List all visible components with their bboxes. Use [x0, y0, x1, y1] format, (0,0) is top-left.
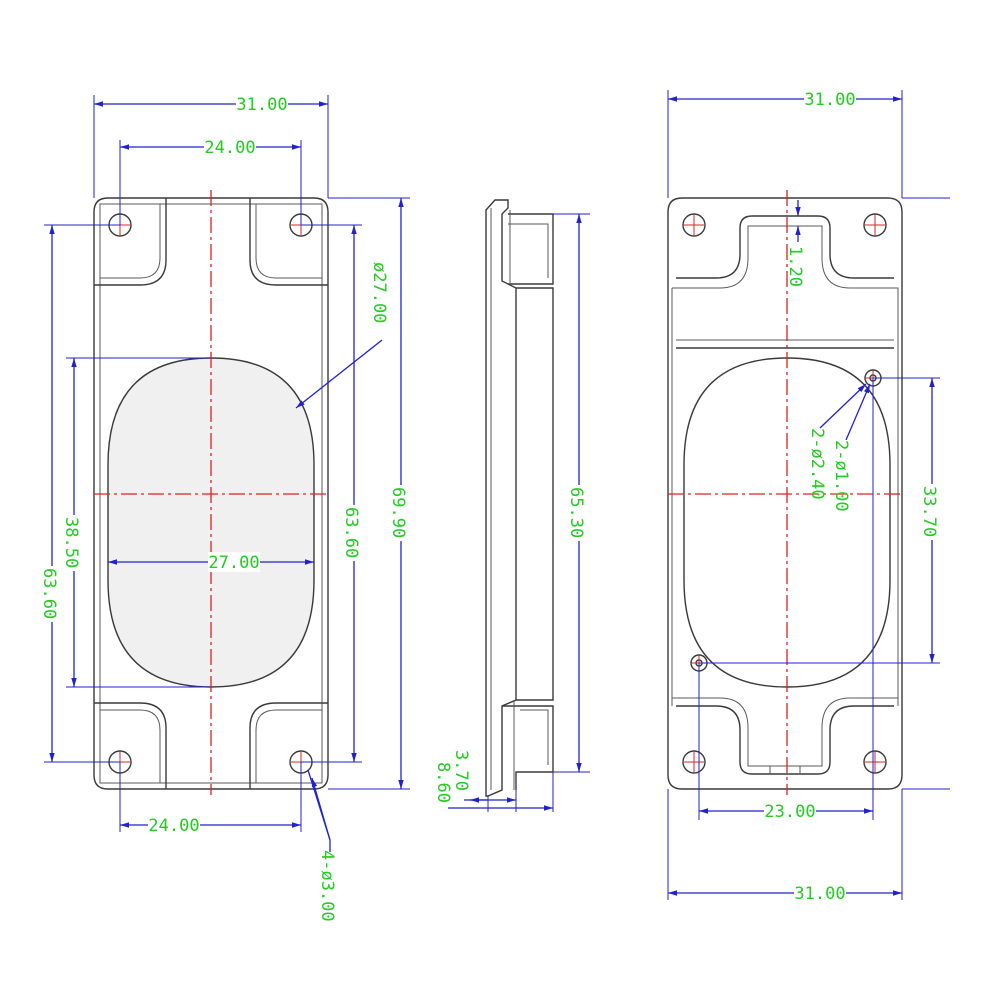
- front-bottom-recess: [94, 702, 328, 789]
- dim-front-oval-width: 27.00: [208, 553, 259, 573]
- dim-back-small-hole-horizontal: 23.00: [764, 802, 815, 822]
- side-view: 65.30 3.70 8.60: [433, 199, 590, 812]
- dim-front-hole-pitch-right: 63.60: [341, 507, 361, 558]
- back-lower-frame: [676, 705, 894, 775]
- dim-front-mount-holes: 4-ø3.00: [317, 850, 337, 922]
- front-inner-outline: [99, 203, 323, 784]
- back-upper-frame: [676, 215, 894, 279]
- front-top-recess: [94, 198, 328, 286]
- dim-front-oval-diameter: ø27.00: [369, 262, 389, 323]
- dim-front-hole-spacing-bottom: 24.00: [148, 816, 199, 836]
- dim-back-small-holes-b: 2-ø2.40: [807, 428, 827, 500]
- dim-front-overall-height: 69.90: [388, 487, 408, 538]
- dim-back-overall-width-bottom: 31.00: [794, 884, 845, 904]
- dim-front-hole-spacing-top: 24.00: [204, 138, 255, 158]
- back-outer-outline: [667, 197, 903, 790]
- dim-back-small-holes-a: 2-ø1.00: [831, 440, 851, 512]
- dim-front-hole-pitch-left: 63.60: [39, 568, 59, 619]
- back-view: 31.00 31.00 1.20 2-ø1.00 2-ø2.40 33.70 2…: [667, 89, 950, 904]
- dim-side-height: 65.30: [566, 487, 586, 538]
- side-body: [502, 213, 554, 790]
- back-mount-holes: [682, 213, 887, 774]
- dim-back-small-hole-vertical: 33.70: [919, 486, 939, 537]
- dim-front-oval-height: 38.50: [61, 517, 81, 568]
- back-small-holes: [690, 369, 882, 672]
- front-view: 31.00 24.00 24.00 27.00 ø27.00 38.50 63.…: [39, 94, 412, 922]
- dim-back-overall-width-top: 31.00: [804, 90, 855, 110]
- dim-side-depth-b: 8.60: [433, 762, 453, 803]
- dim-side-depth-a: 3.70: [451, 750, 471, 791]
- back-oval: [683, 357, 891, 688]
- dim-front-overall-width: 31.00: [236, 95, 287, 115]
- dim-back-slot-depth: 1.20: [785, 246, 805, 287]
